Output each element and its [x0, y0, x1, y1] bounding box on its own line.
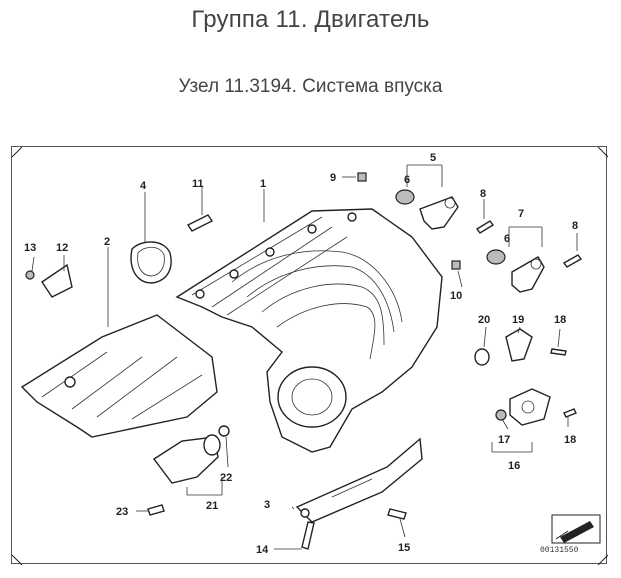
callout-23: 23	[116, 506, 128, 518]
parts-diagram: 1 2 3 4 5 6 6 7 8 8 9 10 11 12 13 14 15 …	[12, 147, 608, 565]
bolt-8b[interactable]	[562, 254, 583, 268]
callout-3: 3	[264, 499, 270, 511]
callout-4: 4	[140, 180, 147, 192]
o-ring-22[interactable]	[218, 425, 230, 437]
group-title: Группа 11. Двигатель	[191, 6, 430, 33]
callout-22: 22	[220, 472, 232, 484]
callout-14: 14	[256, 544, 269, 556]
bolt-11[interactable]	[186, 214, 214, 232]
part-gasket[interactable]	[130, 241, 172, 284]
callout-15: 15	[398, 542, 410, 554]
callout-8a: 8	[480, 188, 486, 200]
callout-16: 16	[508, 460, 520, 472]
bolt-18a[interactable]	[550, 348, 567, 356]
part-clip-12[interactable]	[41, 263, 73, 298]
callout-1: 1	[260, 178, 266, 190]
callout-21: 21	[206, 500, 218, 512]
callout-10: 10	[450, 290, 462, 302]
part-sleeve-assembly-7[interactable]	[486, 249, 545, 293]
bolt-18b[interactable]	[563, 408, 577, 418]
node-title: Узел 11.3194. Система впуска	[178, 76, 443, 97]
parts-diagram-frame: 1 2 3 4 5 6 6 7 8 8 9 10 11 12 13 14 15 …	[11, 146, 608, 565]
callout-12: 12	[56, 242, 68, 254]
callout-6b: 6	[504, 233, 510, 245]
frame-corner-marks	[12, 147, 608, 565]
o-ring-17[interactable]	[495, 409, 507, 421]
callout-11: 11	[192, 178, 204, 190]
bolt-15[interactable]	[387, 508, 407, 520]
catalog-stamp-icon	[551, 514, 601, 544]
callout-2: 2	[104, 236, 110, 248]
bolt-8a[interactable]	[475, 220, 495, 234]
bolt-14[interactable]	[301, 521, 315, 550]
part-sensor-16[interactable]	[509, 388, 551, 426]
callout-8b: 8	[572, 220, 578, 232]
leader-lines	[31, 164, 578, 550]
callout-6a: 6	[404, 174, 410, 186]
catalog-code: 00131550	[540, 546, 579, 555]
nut-10[interactable]	[451, 260, 461, 270]
bolt-13[interactable]	[25, 270, 35, 280]
bolt-23[interactable]	[147, 504, 165, 516]
callout-13: 13	[24, 242, 36, 254]
callout-17: 17	[498, 434, 510, 446]
part-intake-manifold[interactable]	[175, 208, 443, 453]
callout-9: 9	[330, 172, 336, 184]
o-ring-20[interactable]	[474, 348, 490, 366]
callout-5: 5	[430, 152, 436, 164]
callout-labels: 1 2 3 4 5 6 6 7 8 8 9 10 11 12 13 14 15 …	[24, 152, 578, 556]
callout-20: 20	[478, 314, 490, 326]
part-sleeve-assembly-5[interactable]	[395, 189, 459, 230]
part-sensor-19[interactable]	[505, 328, 533, 362]
part-heat-shield[interactable]	[20, 314, 218, 438]
nut-9[interactable]	[357, 172, 367, 182]
callout-18b: 18	[564, 434, 576, 446]
callout-7: 7	[518, 208, 524, 220]
part-actuator-21[interactable]	[152, 434, 221, 484]
callout-19: 19	[512, 314, 524, 326]
callout-18a: 18	[554, 314, 566, 326]
